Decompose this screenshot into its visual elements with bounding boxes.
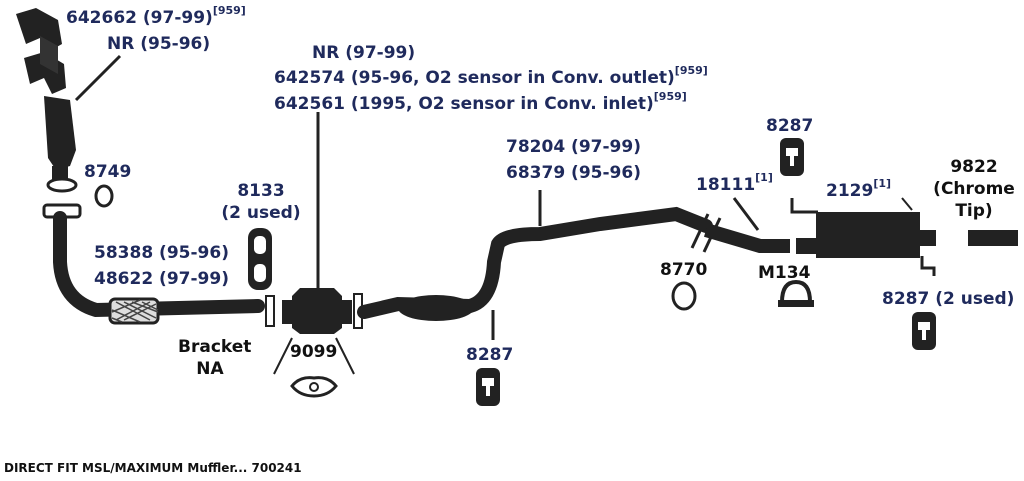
clamp-8770-rings [690, 213, 722, 253]
label-muffler-text: 2129 [826, 181, 874, 201]
resonator [398, 295, 474, 321]
label-front-pipe-1: 58388 (95-96) [94, 243, 229, 263]
label-18111-sup: [1] [755, 171, 773, 185]
flex-section [108, 297, 160, 325]
label-tip: 9822 (Chrome Tip) [926, 156, 1022, 222]
leader-9099-left [273, 337, 293, 375]
intermediate-pipe [357, 206, 713, 319]
label-inter-pipe-1: 78204 (97-99) [506, 137, 641, 157]
tail-pipe-front [704, 223, 790, 253]
label-18111: 18111[1] [696, 171, 773, 196]
label-manifold: 642662 (97-99)[959] [66, 4, 246, 29]
ring-8749 [94, 184, 114, 208]
label-tip-line2: (Chrome [933, 179, 1015, 199]
exhaust-manifold [16, 8, 78, 193]
front-pipe [53, 211, 265, 318]
converter-line2: 642574 (95-96, O2 sensor in Conv. outlet… [274, 68, 675, 88]
hanger-8287-center [476, 368, 500, 406]
label-bracket-line2: NA [196, 359, 224, 379]
label-front-pipe-2: 48622 (97-99) [94, 269, 229, 289]
label-m134: M134 [758, 263, 811, 283]
leader-9099-right [335, 337, 355, 375]
label-manifold-nr: NR (95-96) [107, 34, 211, 54]
label-converter-2: 642574 (95-96, O2 sensor in Conv. outlet… [274, 64, 708, 89]
label-8287-right: 8287 (2 used) [882, 289, 1015, 309]
leader-18111 [732, 197, 760, 231]
gasket-9099 [290, 376, 338, 398]
label-8287-center: 8287 [466, 345, 514, 365]
converter-sup3: [959] [653, 90, 687, 104]
clamp-m134 [778, 279, 814, 307]
manifold-sup1: [959] [212, 4, 246, 18]
footer-text: DIRECT FIT MSL/MAXIMUM Muffler... 700241 [4, 461, 302, 475]
label-8770: 8770 [660, 260, 708, 280]
chrome-tip [968, 230, 1018, 246]
label-8133-line1: 8133 [237, 181, 285, 201]
label-muffler-sup: [1] [873, 177, 892, 191]
label-8133-line2: (2 used) [221, 203, 301, 223]
label-converter-3: 642561 (1995, O2 sensor in Conv. inlet)[… [274, 90, 687, 115]
hanger-8287-right [912, 312, 936, 350]
label-8749: 8749 [84, 162, 132, 182]
catalytic-converter [282, 288, 352, 334]
label-8287-top: 8287 [766, 116, 814, 136]
converter-sup2: [959] [674, 64, 708, 78]
hanger-8287-top [780, 138, 804, 176]
label-tip-line3: Tip) [955, 201, 993, 221]
label-inter-pipe-2: 68379 (95-96) [506, 163, 641, 183]
label-muffler: 2129[1] [826, 177, 892, 202]
ring-8770 [671, 281, 697, 311]
manifold-line1: 642662 (97-99) [66, 8, 213, 28]
label-tip-line1: 9822 [950, 157, 998, 177]
label-9099: 9099 [290, 342, 338, 362]
label-18111-text: 18111 [696, 175, 756, 195]
label-converter-1: NR (97-99) [312, 43, 416, 63]
gasket-left [265, 295, 275, 327]
clamp-8133 [248, 228, 272, 290]
muffler [790, 197, 936, 276]
label-bracket-line1: Bracket [178, 337, 252, 357]
leader-manifold [74, 54, 122, 102]
converter-line3: 642561 (1995, O2 sensor in Conv. inlet) [274, 94, 654, 114]
label-8133: 8133 (2 used) [216, 180, 306, 224]
label-bracket: Bracket NA [178, 336, 252, 380]
